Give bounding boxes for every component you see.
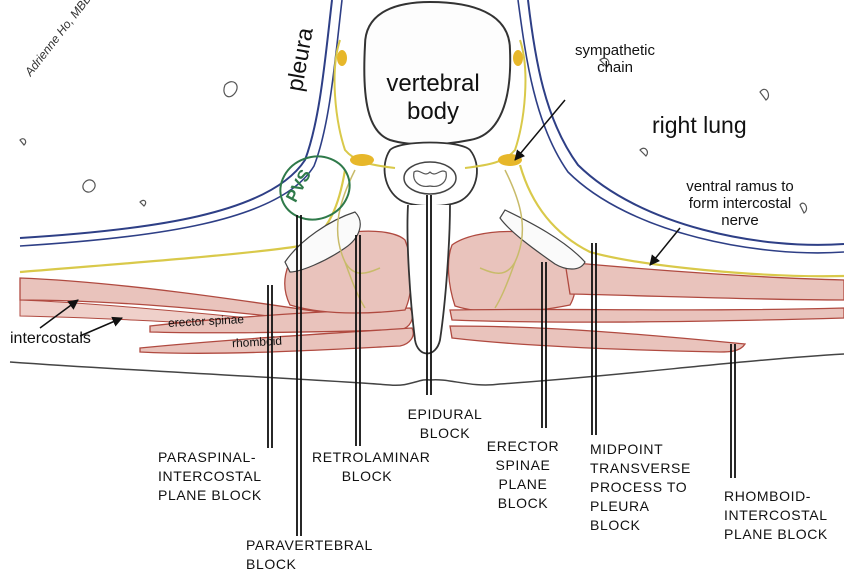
sympathetic-ganglion-left xyxy=(337,50,347,66)
sympathetic-ganglion-right xyxy=(513,50,523,66)
label-intercostals: intercostals xyxy=(10,330,91,347)
label-epidural-block: EPIDURAL BLOCK xyxy=(400,405,490,443)
spinal-cord xyxy=(404,162,456,194)
intercostal-muscle-right xyxy=(565,262,844,300)
label-right-lung: right lung xyxy=(652,112,747,139)
label-paravertebral-block: PARAVERTEBRAL BLOCK xyxy=(246,536,373,571)
rhomboid-right xyxy=(450,326,745,352)
erector-spinae-right xyxy=(450,308,844,322)
label-ventral-ramus: ventral ramus to form intercostal nerve xyxy=(660,178,820,229)
pleura-left-outer xyxy=(20,0,332,238)
spinous-process xyxy=(407,205,450,354)
label-midpoint-block: MIDPOINT TRANSVERSE PROCESS TO PLEURA BL… xyxy=(590,440,691,535)
drg-left xyxy=(350,154,374,166)
label-retrolaminar-block: RETROLAMINAR BLOCK xyxy=(312,448,422,486)
label-vertebral-body: vertebral body xyxy=(378,70,488,126)
label-paraspinal-block: PARASPINAL- INTERCOSTAL PLANE BLOCK xyxy=(158,448,262,505)
label-sympathetic-chain: sympathetic chain xyxy=(560,42,670,76)
needle-rhomboid-intercostal xyxy=(731,344,735,478)
label-rhomboid-intercostal-block: RHOMBOID- INTERCOSTAL PLANE BLOCK xyxy=(724,487,828,544)
label-erector-spinae-block: ERECTOR SPINAE PLANE BLOCK xyxy=(486,437,560,513)
arrow-ventral-ramus xyxy=(650,228,680,265)
label-rhomboid: rhomboid xyxy=(232,334,283,351)
